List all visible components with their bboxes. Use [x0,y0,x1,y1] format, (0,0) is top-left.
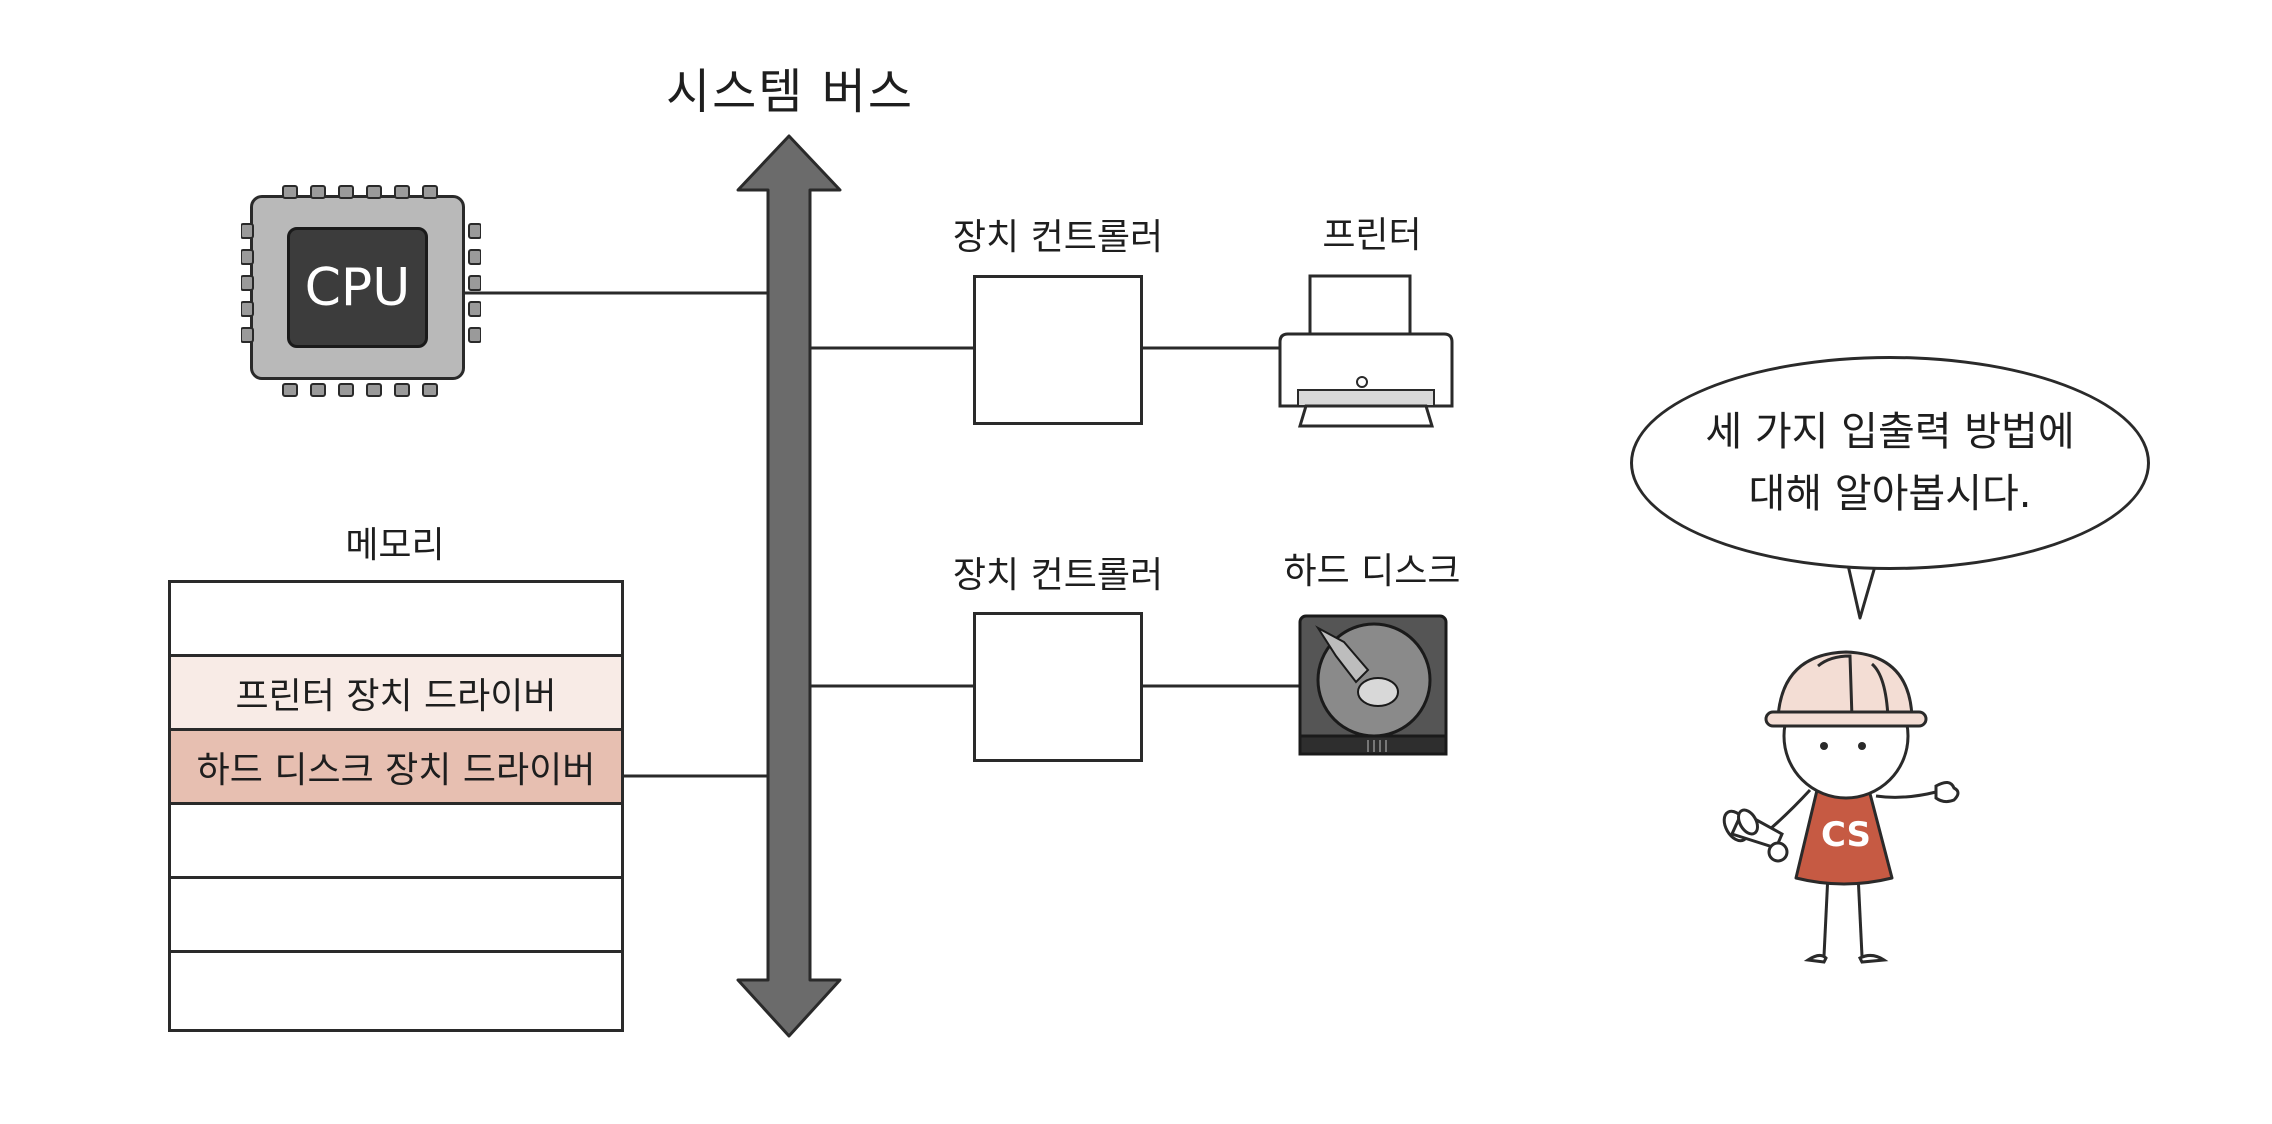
system-bus-title: 시스템 버스 [665,64,915,120]
controller-label-disk: 장치 컨트롤러 [952,555,1164,596]
cpu-core: CPU [287,227,428,348]
memory-block: 프린터 장치 드라이버 하드 디스크 장치 드라이버 [168,580,624,1032]
printer-label: 프린터 [1322,215,1422,256]
character-shirt-text: CS [1821,815,1871,855]
disk-controller-box [973,612,1143,762]
hard-disk-icon [1298,614,1448,756]
memory-slot-printer-driver: 프린터 장치 드라이버 [171,657,621,731]
printer-icon [1278,274,1454,428]
memory-slot-disk-driver: 하드 디스크 장치 드라이버 [171,731,621,805]
speech-line-1: 세 가지 입출력 방법에 [1705,409,2075,455]
memory-slot [171,953,621,1027]
speech-bubble: 세 가지 입출력 방법에 대해 알아봅시다. [1630,356,2150,570]
memory-label: 메모리 [345,525,445,566]
memory-slot [171,879,621,953]
cpu-label: CPU [304,257,411,318]
printer-controller-box [973,275,1143,425]
system-bus-arrow [736,134,842,1038]
hard-disk-label: 하드 디스크 [1283,551,1461,592]
cpu-chip: CPU [241,185,481,397]
speech-line-2: 대해 알아봅시다. [1748,471,2032,517]
character-mascot-icon: CS [1722,650,1960,964]
memory-slot [171,583,621,657]
controller-label-printer: 장치 컨트롤러 [952,217,1164,258]
cpu-pins-icon [241,185,481,397]
memory-slot [171,805,621,879]
